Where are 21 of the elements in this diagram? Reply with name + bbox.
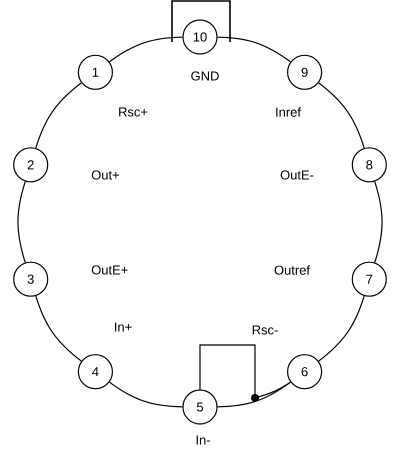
- pin-label: GND: [191, 71, 219, 81]
- case-outline-arc: [218, 382, 291, 408]
- pin-label: Outref: [274, 265, 310, 275]
- pin-label: OutE+: [92, 265, 128, 275]
- pin-label: Out+: [92, 170, 119, 180]
- case-outline-arc: [35, 82, 82, 148]
- jumper-line: [199, 344, 291, 402]
- case-outline-arc: [109, 382, 182, 408]
- pin-label: In-: [196, 436, 210, 444]
- pin-label: In+: [115, 322, 132, 332]
- case-outline-arc: [218, 36, 291, 62]
- case-outline-arc: [374, 181, 383, 263]
- pin-label: Inref: [276, 107, 301, 117]
- pin-label: Rsc-: [252, 325, 278, 334]
- pin-label: OutE-: [280, 170, 314, 180]
- pin-label: Rsc+: [119, 107, 148, 116]
- case-outline-arc: [318, 82, 365, 148]
- case-outline-arc: [35, 296, 82, 362]
- case-outline-arc: [17, 181, 26, 263]
- case-outline-arc: [109, 36, 182, 62]
- case-outline-arc: [318, 296, 365, 362]
